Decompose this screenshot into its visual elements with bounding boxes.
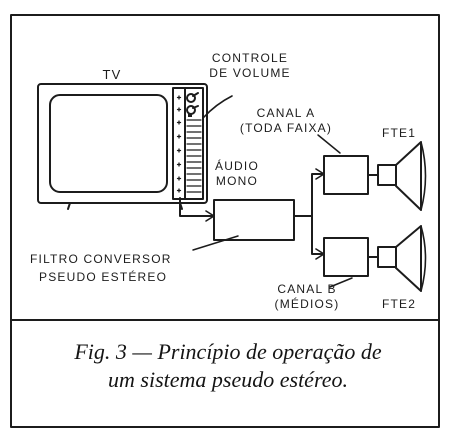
caption-line2: um sistema pseudo estéreo. [108, 367, 348, 392]
label-audio-mono: ÁUDIO MONO [205, 159, 269, 189]
label-tv: TV [102, 67, 122, 82]
tv-knob-top [186, 93, 196, 103]
label-volume-control: CONTROLE DE VOLUME [198, 51, 302, 81]
channel-a-leader [317, 134, 341, 154]
label-channel-b-line1: CANAL B [277, 282, 337, 296]
speaker-fte2 [377, 225, 427, 292]
signal-tv-to-filter [179, 197, 213, 217]
label-filter-line1: FILTRO CONVERSOR [30, 252, 172, 266]
amplifier-a [323, 155, 369, 195]
caption-line1: Fig. 3 — Princípio de operação de [74, 339, 382, 364]
label-filter-line2: PSEUDO ESTÉREO [39, 270, 168, 284]
signal-branch [293, 173, 323, 255]
speaker-fte1 [377, 141, 427, 211]
label-volume-line2: DE VOLUME [209, 66, 291, 80]
label-channel-b: CANAL B (MÉDIOS) [255, 282, 359, 312]
tv-knob-marker [188, 114, 192, 117]
label-audio-line2: MONO [215, 174, 259, 188]
label-fte1: FTE1 [382, 126, 417, 140]
tv-channel-buttons [176, 95, 182, 193]
tv-speaker-grille [186, 119, 202, 193]
label-volume-line1: CONTROLE [211, 51, 289, 65]
filter-box [213, 199, 295, 241]
label-channel-b-line2: (MÉDIOS) [274, 297, 340, 311]
amplifier-b [323, 237, 369, 277]
tv-control-panel [172, 87, 204, 200]
tv-screen [49, 94, 168, 193]
label-channel-a-line2: (TODA FAIXA) [239, 121, 333, 135]
label-channel-a-line1: CANAL A [256, 106, 316, 120]
label-fte2: FTE2 [382, 297, 417, 311]
label-channel-a: CANAL A (TODA FAIXA) [231, 106, 341, 136]
tv-set [37, 83, 208, 210]
outer-frame [10, 14, 440, 428]
filter-leader-line [192, 235, 239, 251]
label-filter: FILTRO CONVERSOR PSEUDO ESTÉREO [30, 252, 172, 285]
channel-b-leader [329, 277, 353, 288]
label-audio-line1: ÁUDIO [214, 159, 259, 173]
volume-leader-line [202, 95, 233, 119]
